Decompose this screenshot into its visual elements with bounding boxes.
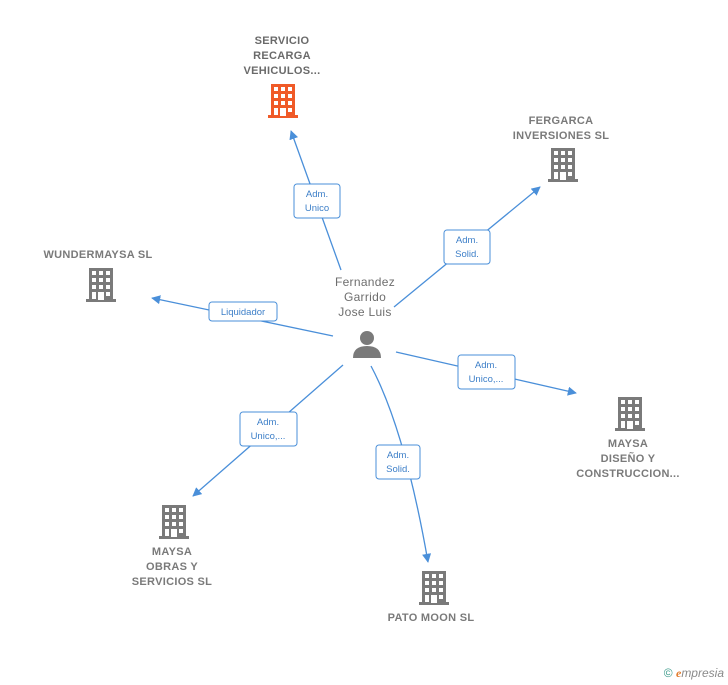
role-label-maysa-diseno[interactable]: Adm. Unico,... xyxy=(457,354,516,390)
building-icon xyxy=(159,505,189,539)
company-node-pato-moon[interactable]: PATO MOON SL xyxy=(388,571,475,624)
company-name-line: WUNDERMAYSA SL xyxy=(43,249,152,261)
building-icon xyxy=(268,84,298,118)
person-name-line: Garrido xyxy=(344,290,386,304)
role-line: Unico,... xyxy=(469,374,504,385)
building-icon xyxy=(615,397,645,431)
role-label-fergarca[interactable]: Adm. Solid. xyxy=(443,229,491,265)
company-name-line: MAYSA xyxy=(608,438,648,450)
company-node-wundermaysa[interactable]: WUNDERMAYSA SL xyxy=(43,249,152,302)
building-icon xyxy=(86,268,116,302)
role-line: Unico xyxy=(305,203,329,214)
role-line: Liquidador xyxy=(221,307,265,318)
company-node-servicio-recarga[interactable]: SERVICIO RECARGA VEHICULOS... xyxy=(244,35,321,118)
role-line: Solid. xyxy=(386,464,410,475)
copyright-icon: © xyxy=(663,666,673,680)
role-label-maysa-obras[interactable]: Adm. Unico,... xyxy=(239,411,298,447)
company-name-line: PATO MOON SL xyxy=(388,612,475,624)
person-name-line: Fernandez xyxy=(335,275,395,289)
company-name-line: SERVICIOS SL xyxy=(132,576,212,588)
role-line: Unico,... xyxy=(251,431,286,442)
building-icon xyxy=(548,148,578,182)
brand-initial: e xyxy=(675,666,682,680)
role-line: Adm. xyxy=(456,235,478,246)
company-name-line: DISEÑO Y xyxy=(601,452,656,465)
company-name-line: OBRAS Y xyxy=(146,561,198,573)
company-node-maysa-obras[interactable]: MAYSA OBRAS Y SERVICIOS SL xyxy=(132,505,212,588)
role-label-wundermaysa[interactable]: Liquidador xyxy=(208,301,278,322)
role-label-pato-moon[interactable]: Adm. Solid. xyxy=(375,444,421,480)
role-line: Adm. xyxy=(257,417,279,428)
role-label-servicio-recarga[interactable]: Adm. Unico xyxy=(293,183,341,219)
role-line: Adm. xyxy=(306,189,328,200)
brand-name: mpresia xyxy=(681,666,724,680)
company-name-line: MAYSA xyxy=(152,546,192,558)
role-line: Adm. xyxy=(387,450,409,461)
person-icon xyxy=(353,331,381,358)
role-line: Adm. xyxy=(475,360,497,371)
company-name-line: INVERSIONES SL xyxy=(513,130,610,142)
company-node-maysa-diseno[interactable]: MAYSA DISEÑO Y CONSTRUCCION... xyxy=(576,397,680,480)
company-name-line: CONSTRUCCION... xyxy=(576,468,680,480)
company-name-line: SERVICIO xyxy=(255,35,310,47)
role-line: Solid. xyxy=(455,249,479,260)
company-node-fergarca[interactable]: FERGARCA INVERSIONES SL xyxy=(513,115,610,182)
company-name-line: VEHICULOS... xyxy=(244,65,321,77)
company-name-line: RECARGA xyxy=(253,50,311,62)
person-node[interactable]: Fernandez Garrido Jose Luis xyxy=(335,275,395,358)
building-icon xyxy=(419,571,449,605)
person-name-line: Jose Luis xyxy=(338,305,391,319)
footer-credit[interactable]: © empresia xyxy=(664,666,724,681)
company-name-line: FERGARCA xyxy=(529,115,594,127)
